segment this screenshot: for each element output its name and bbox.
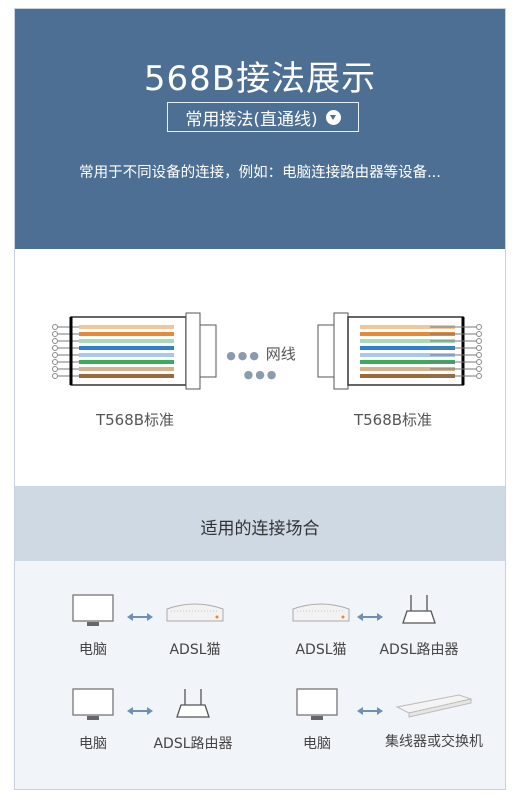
device-label: ADSL猫 [295,642,347,658]
router-icon [402,595,436,624]
device-label: 电脑 [79,642,107,658]
rj45-connector-left [52,312,217,390]
device-label: 电脑 [303,736,331,752]
usage-section-title: 适用的连接场合 [200,519,320,539]
cable-label-text: 网线 [265,345,296,363]
bidirectional-arrow-icon [127,613,153,621]
usage-panel: 电脑 ADSL猫 ADSL猫 [15,561,505,789]
left-standard-label: T568B标准 [95,411,175,429]
page-title: 568B接法展示 [143,59,377,99]
bidirectional-arrow-icon [127,707,153,715]
wiring-mode-label: 常用接法(直通线) [185,109,318,130]
device-label: 电脑 [79,736,107,752]
cable-label: ●●● 网线 ●●● [215,343,307,382]
device-item: 电脑 [43,593,143,659]
chevron-down-icon [325,109,341,125]
device-item: 集线器或交换机 [379,689,489,751]
adsl-modem-icon [166,603,224,622]
device-item: ADSL猫 [271,597,371,659]
device-item: ADSL路由器 [369,591,469,659]
device-label: ADSL猫 [169,642,221,658]
device-item: 电脑 [43,687,143,753]
adsl-modem-icon [292,603,350,622]
app-frame: 568B接法展示 常用接法(直通线) 常用于不同设备的连接，例如：电脑连接路由器… [14,8,506,790]
usage-section-header: 适用的连接场合 [15,486,505,561]
device-label: ADSL路由器 [379,642,459,658]
network-switch-icon [395,694,473,718]
bidirectional-arrow-icon [357,613,383,621]
device-item: 电脑 [267,687,367,753]
monitor-icon [72,688,114,720]
router-icon [176,689,210,718]
device-label: ADSL路由器 [153,736,233,752]
mode-description: 常用于不同设备的连接，例如：电脑连接路由器等设备... [79,165,441,181]
dots-right-icon: ●●● [243,368,279,381]
rj45-connector-right [317,312,482,390]
header-panel: 568B接法展示 常用接法(直通线) 常用于不同设备的连接，例如：电脑连接路由器… [15,9,505,249]
wiring-mode-dropdown[interactable]: 常用接法(直通线) [167,102,359,132]
bidirectional-arrow-icon [357,707,383,715]
device-label: 集线器或交换机 [385,734,483,750]
right-standard-label: T568B标准 [353,411,433,429]
dots-left-icon: ●●● [226,349,261,362]
device-item: ADSL路由器 [143,685,243,753]
monitor-icon [296,688,338,720]
device-item: ADSL猫 [145,597,245,659]
monitor-icon [72,594,114,626]
